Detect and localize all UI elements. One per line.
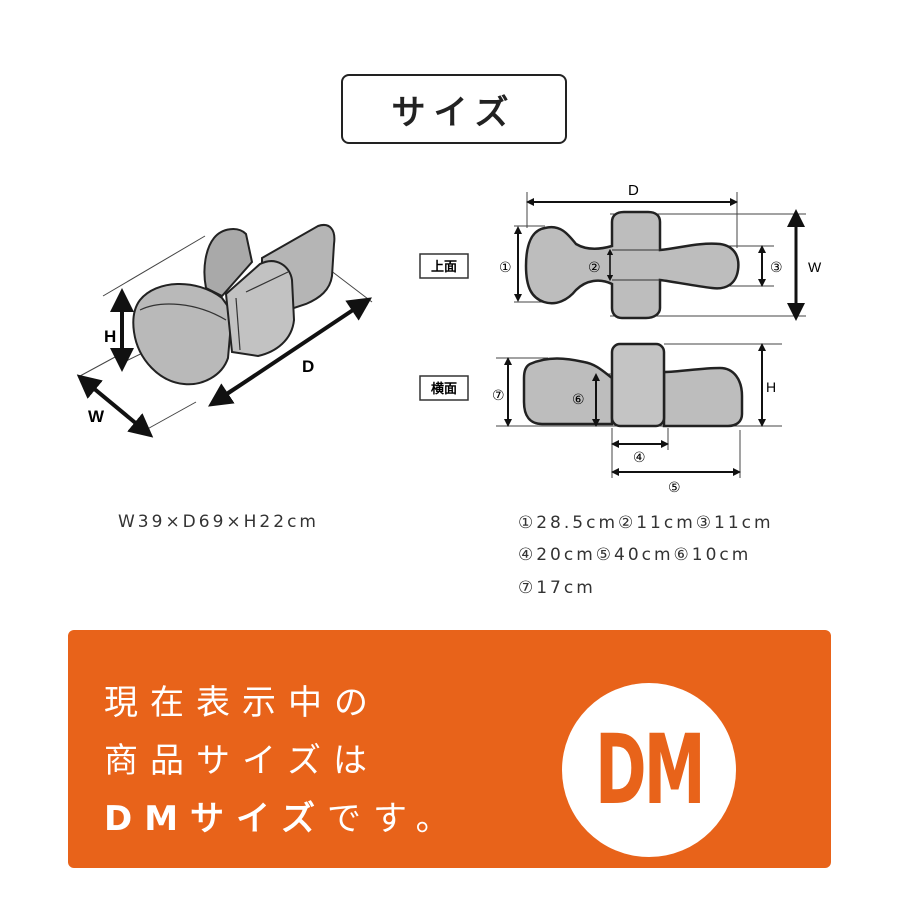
label-c6: ⑥	[572, 392, 585, 408]
side-view-diagram: ⑦ ⑥ ④ ⑤ H 横面	[419, 342, 782, 496]
label-c3: ③	[770, 260, 783, 276]
label-c7: ⑦	[492, 388, 505, 404]
banner-line-1: 現在表示中の	[104, 683, 380, 723]
top-view-diagram: D ① ② ③ W 上面	[419, 182, 822, 321]
page-title: サイズ	[341, 74, 567, 144]
label-c4: ④	[633, 450, 646, 466]
view-label-side: 横面	[431, 381, 457, 397]
detail-size-line-1: ①28.5cm②11cm③11cm	[518, 513, 774, 533]
detail-size-line-3: ⑦17cm	[518, 578, 596, 598]
label-w-3d: W	[88, 407, 105, 426]
detail-size-line-2: ④20cm⑤40cm⑥10cm	[518, 545, 752, 565]
banner-line-3-rest: です。	[327, 799, 462, 839]
view-label-top: 上面	[431, 260, 457, 275]
banner-line-3: DMサイズです。	[104, 791, 462, 840]
cushion-3d-illustration: H W D	[76, 224, 373, 438]
label-c5: ⑤	[668, 480, 681, 496]
banner-line-2: 商品サイズは	[104, 741, 379, 781]
banner-size-name: DMサイズ	[104, 799, 328, 839]
label-h-side: H	[766, 379, 776, 395]
dm-badge-text: DM	[595, 714, 706, 826]
label-c1: ①	[499, 260, 512, 276]
label-h-3d: H	[104, 327, 116, 346]
label-d-top: D	[628, 182, 639, 199]
overall-size-text: W39×D69×H22cm	[118, 512, 319, 532]
label-d-3d: D	[302, 357, 314, 376]
label-w-top: W	[808, 259, 822, 275]
dm-badge: DM	[562, 683, 736, 857]
label-c2: ②	[588, 260, 601, 276]
